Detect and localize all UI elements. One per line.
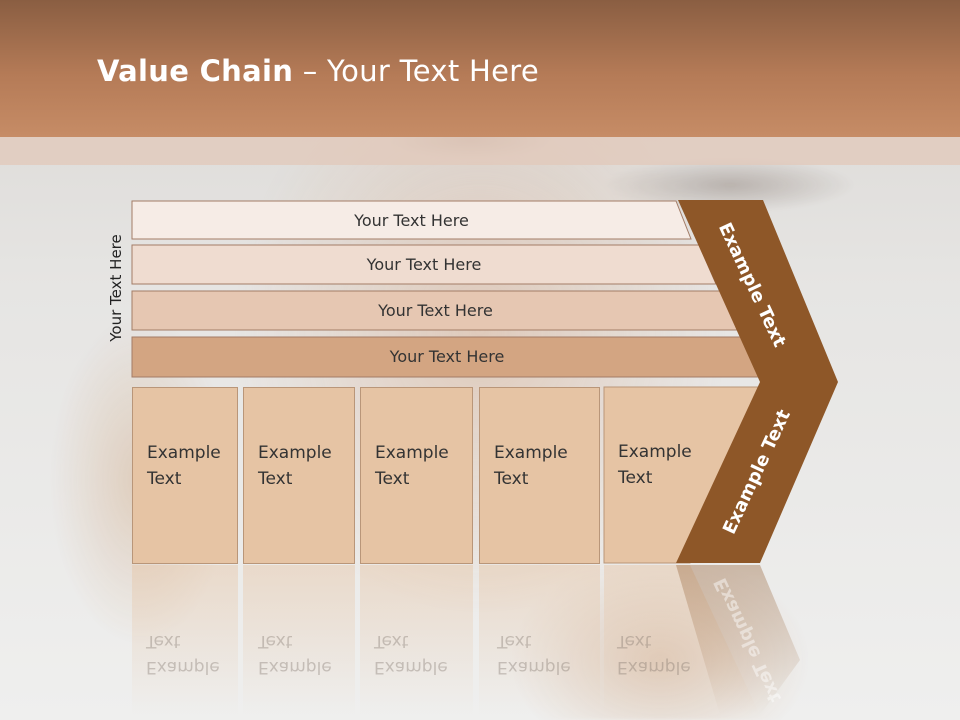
column-4[interactable]: Example Text xyxy=(479,387,600,564)
column-2[interactable]: Example Text xyxy=(243,387,355,564)
column-1-line2: Text xyxy=(147,469,182,489)
column-5[interactable]: Example Text xyxy=(604,387,724,564)
column-3-line1: Example xyxy=(375,443,449,463)
bar-3-label: Your Text Here xyxy=(378,301,493,320)
slide-title[interactable]: Value Chain – Your Text Here xyxy=(97,54,539,88)
title-bold: Value Chain xyxy=(97,54,294,88)
bar-4-label: Your Text Here xyxy=(389,347,505,366)
column-5-line1: Example xyxy=(618,442,692,462)
column-4-line2: Text xyxy=(494,469,529,489)
column-1[interactable]: Example Text xyxy=(132,387,238,564)
column-5-line2: Text xyxy=(618,468,653,488)
column-2-line2: Text xyxy=(258,469,293,489)
column-3-line2: Text xyxy=(375,469,410,489)
bar-1[interactable]: Your Text Here xyxy=(132,201,691,240)
bar-3[interactable]: Your Text Here xyxy=(132,291,739,330)
bar-2[interactable]: Your Text Here xyxy=(132,245,716,284)
title-header: Value Chain – Your Text Here xyxy=(0,0,960,137)
column-3[interactable]: Example Text xyxy=(360,387,473,564)
bar-1-label: Your Text Here xyxy=(354,211,469,230)
column-2-line1: Example xyxy=(258,443,332,463)
bar-2-label: Your Text Here xyxy=(366,255,482,274)
bar-4[interactable]: Your Text Here xyxy=(132,337,762,376)
bar-shape-1 xyxy=(131,200,692,240)
header-band xyxy=(0,137,960,165)
chevron-shape xyxy=(676,200,838,563)
title-rest: – Your Text Here xyxy=(293,54,539,88)
column-1-line1: Example xyxy=(147,443,221,463)
column-4-line1: Example xyxy=(494,443,568,463)
